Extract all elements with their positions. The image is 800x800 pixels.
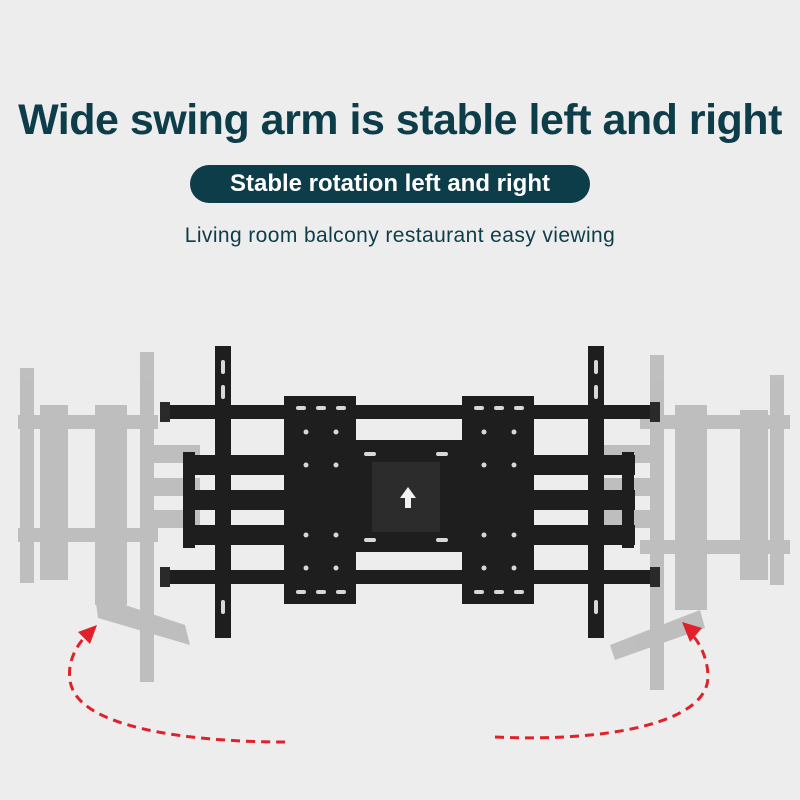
left-mounting-plate [284, 396, 356, 604]
feature-badge: Stable rotation left and right [190, 165, 590, 203]
right-mounting-plate [462, 396, 534, 604]
headline: Wide swing arm is stable left and right [18, 96, 782, 144]
rotation-arrow-right-icon [494, 622, 710, 740]
plate-slots [221, 360, 598, 614]
rotation-arrow-left-icon [68, 625, 286, 744]
up-arrow-icon [400, 487, 416, 508]
ghost-mount-right [600, 355, 790, 690]
bottom-rail [160, 570, 660, 584]
subtitle: Living room balcony restaurant easy view… [184, 224, 616, 247]
ghost-mount-left [18, 352, 200, 682]
top-rail [160, 405, 660, 419]
